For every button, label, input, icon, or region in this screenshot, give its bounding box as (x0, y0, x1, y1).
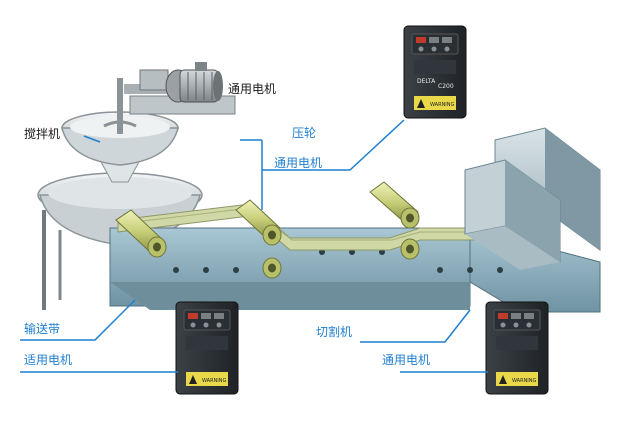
callout-lines (20, 119, 488, 373)
drive-unit-cutter: WARNING (485, 301, 549, 395)
cutter-machine (464, 127, 601, 270)
drive-warning-text: WARNING (202, 378, 227, 384)
press-roller (235, 199, 282, 279)
label-motor-top: 通用电机 (228, 82, 276, 96)
roller-left (115, 209, 167, 258)
label-motor-conveyor: 适用电机 (24, 353, 72, 367)
drive-model-text: C200 (438, 83, 454, 90)
label-conveyor: 输送带 (24, 321, 60, 336)
label-press-roller: 压轮 (292, 126, 316, 140)
label-motor-press: 通用电机 (274, 156, 322, 170)
label-motor-cutter: 通用电机 (382, 353, 430, 367)
rollers (115, 181, 420, 279)
label-mixer: 搅拌机 (24, 126, 60, 141)
label-cutter: 切割机 (316, 324, 352, 339)
drive-warning-text: WARNING (512, 378, 537, 384)
drive-unit-conveyor: WARNING (175, 301, 239, 395)
drive-warning-text: WARNING (430, 102, 455, 108)
drive-unit-top: DELTA C200 WARNING (403, 25, 467, 119)
labels: 通用电机 搅拌机 压轮 通用电机 输送带 适用电机 切割机 通用电机 (24, 82, 430, 367)
motor-top (129, 62, 236, 115)
roller-right (369, 181, 420, 260)
drive-brand-text: DELTA (417, 78, 436, 85)
